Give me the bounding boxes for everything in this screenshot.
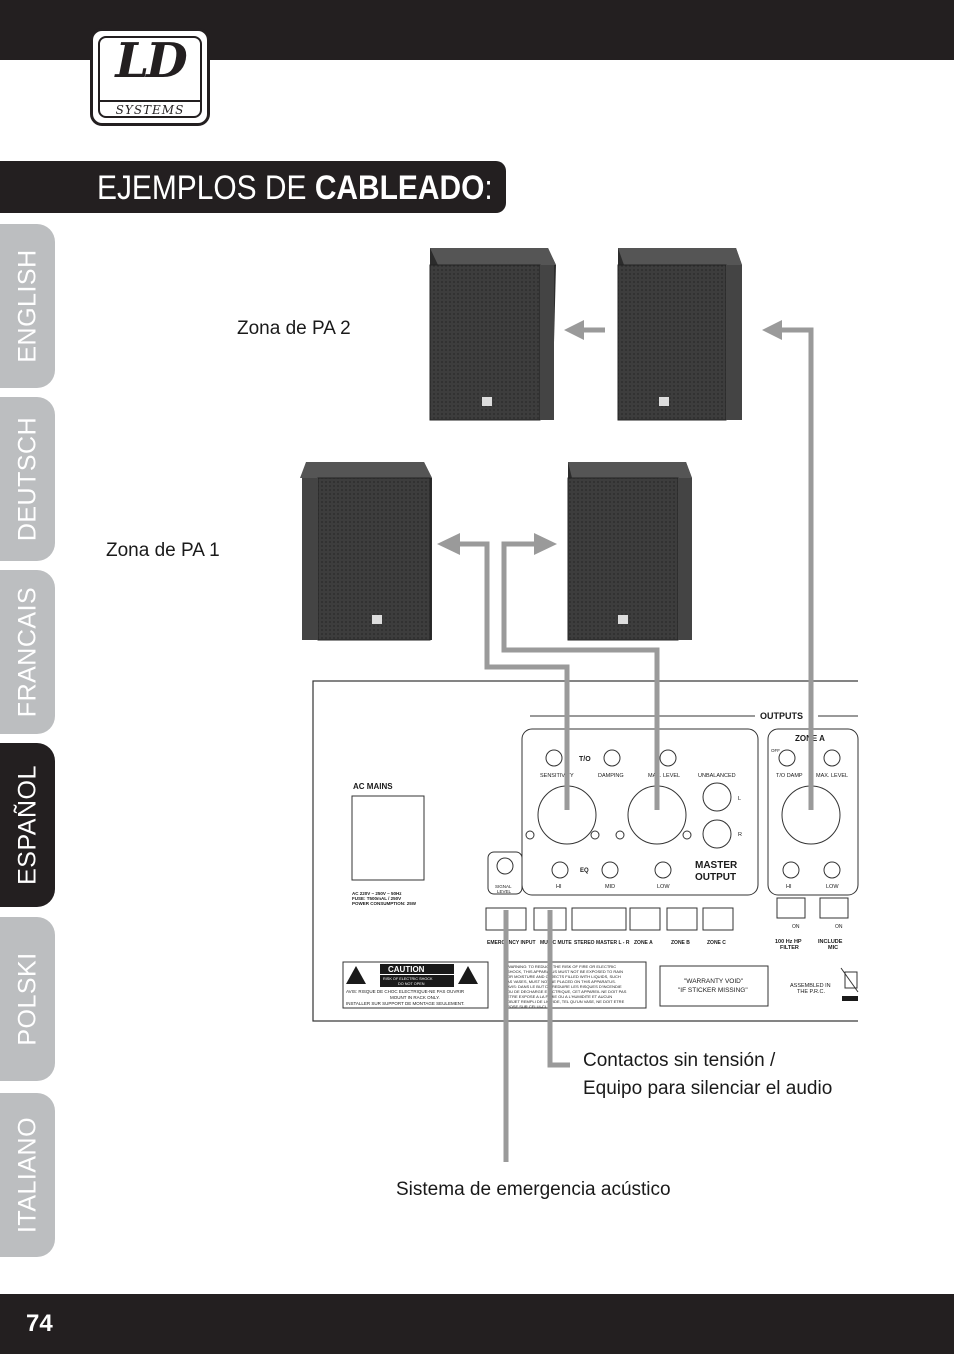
ac-spec-3: POWER CONSUMPTION: 25W <box>352 901 417 906</box>
title-regular: EJEMPLOS DE <box>97 169 315 207</box>
zone2-label: Zona de PA 2 <box>237 318 351 339</box>
tab-francais[interactable]: FRANCAIS <box>0 570 55 734</box>
ac-mains-label: AC MAINS <box>353 782 393 791</box>
warranty-line-1: "WARRANTY VOID" <box>684 978 744 985</box>
caution-label: CAUTION <box>388 965 425 974</box>
cable-zone1-left <box>460 541 570 810</box>
page-number: 74 <box>26 1310 53 1337</box>
terminal-emergency: EMERGENCY INPUT <box>487 940 536 946</box>
arrow-heads <box>437 320 782 555</box>
speaker-zone1-left <box>300 462 432 641</box>
assembled-line-1: ASSEMBLED IN <box>790 983 831 989</box>
outputs-label: OUTPUTS <box>760 711 803 721</box>
bottom-bar <box>0 1294 954 1354</box>
hp-filter-label-1: 100 Hz HP <box>775 939 802 945</box>
ac-spec-2: FUSE: T500mAL / 250V <box>352 896 401 901</box>
include-mic-label-1: INCLUDE <box>818 939 843 945</box>
warning-line-4: AS VASES, MUST NOT BE PLACED ON THIS APP… <box>507 979 616 984</box>
tab-english[interactable]: ENGLISH <box>0 224 55 388</box>
weee-bin-icon <box>840 967 859 1001</box>
hi-label: HI <box>556 884 562 890</box>
page-title: EJEMPLOS DE CABLEADO: <box>97 168 493 208</box>
on-label-2: ON <box>835 924 843 930</box>
cable-zone1-right <box>501 541 660 810</box>
terminal-zone-b: ZONE B <box>671 940 690 946</box>
title-bar <box>0 161 506 213</box>
terminal-zone-a: ZONE A <box>634 940 653 946</box>
speaker-zone2-left <box>429 248 556 421</box>
assembled-line-2: THE P.R.C. <box>797 989 825 995</box>
tab-deutsch[interactable]: DEUTSCH <box>0 397 55 561</box>
warning-line-6: OU DE DECHARGE ELECTRIQUE, CET APPAREIL … <box>507 989 627 994</box>
logo-subtitle: SYSTEMS <box>99 100 201 117</box>
max-level-label: MAX. LEVEL <box>648 773 680 779</box>
terminal-stereo-master: STEREO MASTER L - R <box>574 940 630 946</box>
zone1-label: Zona de PA 1 <box>106 540 220 561</box>
cable-music-mute <box>547 910 570 1068</box>
signal-label: SIGNAL <box>495 884 512 889</box>
level-label: LEVEL <box>497 889 512 894</box>
arrow-icon <box>564 320 584 340</box>
warning-line-5: AVIS: DANS LE BUT DE REDUIRE LES RISQUES… <box>507 984 622 989</box>
mid-label: MID <box>605 884 615 890</box>
warranty-line-2: "IF STICKER MISSING" <box>678 987 748 994</box>
master-label: MASTER <box>695 860 738 871</box>
warning-line-1: WARNING: TO REDUCE THE RISK OF FIRE OR E… <box>507 964 616 969</box>
emergency-label: Sistema de emergencia acústico <box>396 1179 671 1200</box>
hp-filter-label-2: FILTER <box>780 945 799 951</box>
cable-zone2 <box>780 327 814 810</box>
caution-sub-2: DO NOT OPEN <box>398 982 425 986</box>
mount-label-1: MOUNT IN RACK ONLY. <box>390 995 440 1000</box>
zone-low-label: LOW <box>826 884 839 890</box>
off-label: OFF <box>771 748 780 753</box>
warning-line-8: OBJET REMPLI DE LIQUIDE, TEL QU'UN VASE,… <box>507 999 625 1004</box>
include-mic-label-2: MIC <box>828 945 838 951</box>
logo-frame <box>98 36 202 118</box>
arrow-icon <box>437 533 460 555</box>
zone-max-level-label: MAX. LEVEL <box>816 773 848 779</box>
logo-brand: LD <box>115 33 187 89</box>
terminal-zone-c: ZONE C <box>707 940 726 946</box>
warning-line-2: SHOCK, THIS APPARATUS MUST NOT BE EXPOSE… <box>507 969 623 974</box>
warning-line-7: ETRE EXPOSE A LA PLUIE OU A L'HUMIDITE E… <box>507 994 612 999</box>
sensitivity-label: SENSITIVITY <box>540 773 574 779</box>
speaker-zone2-right <box>617 248 742 421</box>
tab-espanol[interactable]: ESPAÑOL <box>0 743 55 907</box>
ac-spec-1: AC 220V ~ 250V ~ 50Hz <box>352 891 402 896</box>
ld-systems-logo: LD SYSTEMS <box>90 28 210 126</box>
l-label: L <box>738 796 741 802</box>
contacts-label-1: Contactos sin tensión / <box>583 1050 776 1071</box>
title-bold: CABLEADO <box>314 169 485 207</box>
caution-sub-1: RISK OF ELECTRIC SHOCK <box>383 977 433 981</box>
damping-label: DAMPING <box>598 773 624 779</box>
tab-italiano[interactable]: ITALIANO <box>0 1093 55 1257</box>
contacts-label-2: Equipo para silenciar el audio <box>583 1078 833 1099</box>
low-label: LOW <box>657 884 670 890</box>
r-label: R <box>738 832 742 838</box>
avis-label: AVIS: RISQUE DE CHOC ELECTRIQUE-NE PAS O… <box>346 989 465 994</box>
tab-polski[interactable]: POLSKI <box>0 917 55 1081</box>
output-label: OUTPUT <box>695 872 736 883</box>
cables <box>460 327 814 1162</box>
eq-label: EQ <box>580 868 589 874</box>
arrow-icon <box>762 320 782 340</box>
zone-hi-label: HI <box>786 884 792 890</box>
terminal-music-mute: MUSIC MUTE <box>540 940 572 946</box>
to-damp-label: T/O DAMP <box>776 773 803 779</box>
title-suffix: : <box>484 169 493 207</box>
mount-label-2: INSTALLER SUR SUPPORT DE MONTAGE SEULEME… <box>346 1001 464 1006</box>
amplifier-rear-panel: OUTPUTS AC MAINS AC 220V ~ 250V ~ 50Hz F… <box>312 676 954 1026</box>
warning-line-9: POSE SUR CELUI-CI. <box>507 1004 547 1009</box>
to-label: T/O <box>579 756 591 763</box>
on-label-1: ON <box>792 924 800 930</box>
arrow-icon <box>534 533 557 555</box>
warning-line-3: OR MOISTURE AND OBJECTS FILLED WITH LIQU… <box>507 974 621 979</box>
unbalanced-label: UNBALANCED <box>698 773 736 779</box>
speaker-zone1-right <box>567 462 692 641</box>
